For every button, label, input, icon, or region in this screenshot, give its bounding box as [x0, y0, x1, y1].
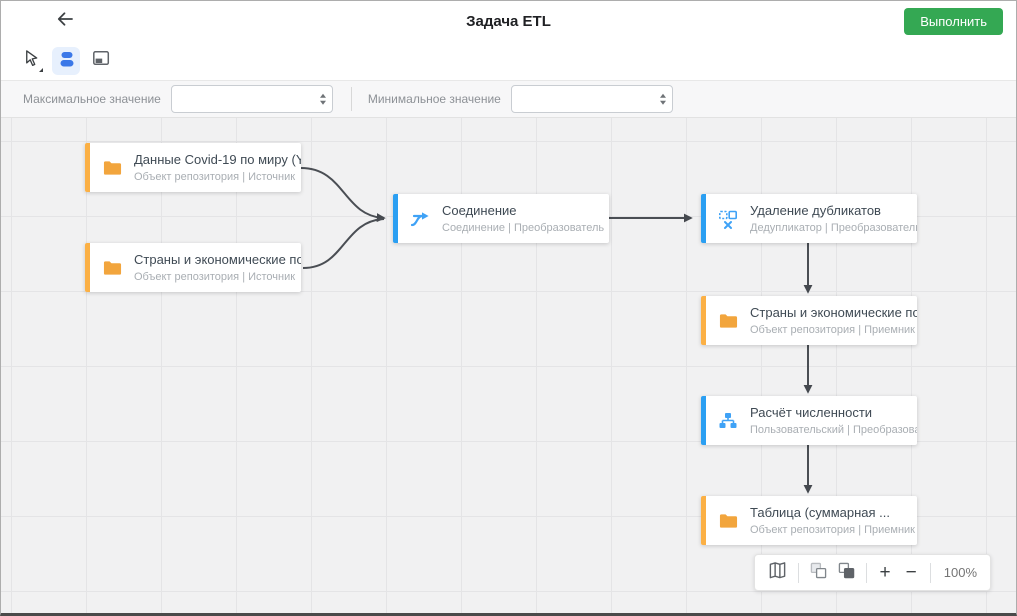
tool-dropdown-caret-icon	[39, 67, 43, 72]
back-button[interactable]	[53, 9, 77, 33]
node-accent	[85, 243, 90, 292]
flow-nodes-tool-icon	[56, 48, 77, 74]
max-value-label: Максимальное значение	[23, 92, 161, 106]
flow-canvas[interactable]: Данные Covid-19 по миру (Yan... Объект р…	[1, 118, 1016, 613]
map-icon	[768, 561, 787, 585]
node-accent	[85, 143, 90, 192]
folder-icon	[102, 158, 122, 178]
node-deduplicate[interactable]: Удаление дубликатов Дедупликатор | Преоб…	[701, 194, 917, 243]
min-value-filter: Минимальное значение	[368, 85, 673, 113]
toolbar	[1, 41, 1016, 81]
node-title: Данные Covid-19 по миру (Yan...	[134, 152, 301, 167]
canvas-controls: + − 100%	[753, 554, 991, 591]
folder-icon	[718, 311, 738, 331]
node-accent	[393, 194, 398, 243]
pointer-tool-icon	[22, 49, 41, 73]
deduplicate-icon	[718, 209, 738, 229]
join-icon	[410, 209, 430, 229]
page-title: Задача ETL	[466, 12, 551, 30]
spinner-down-icon	[319, 100, 326, 105]
spinner-down-icon	[659, 100, 666, 105]
node-title: Соединение	[442, 203, 517, 218]
node-title: Страны и экономические пок...	[134, 252, 301, 267]
minimap-button[interactable]	[768, 561, 787, 585]
max-value-filter: Максимальное значение	[23, 85, 333, 113]
max-value-spinner[interactable]	[319, 93, 326, 105]
node-title: Таблица (суммарная ...	[750, 505, 890, 520]
node-accent	[701, 194, 706, 243]
header: Задача ETL Выполнить	[1, 1, 1016, 41]
zoom-in-button[interactable]: +	[878, 563, 893, 582]
node-subtitle: Дедупликатор | Преобразователь	[750, 222, 917, 234]
send-to-back-icon	[810, 562, 827, 584]
node-subtitle: Объект репозитория | Приемник	[750, 324, 915, 336]
custom-transform-icon	[718, 411, 738, 431]
filter-bar: Максимальное значение Минимальное значен…	[1, 81, 1016, 118]
zoom-out-button[interactable]: −	[904, 563, 919, 582]
node-title: Страны и экономические пок...	[750, 305, 917, 320]
node-title: Расчёт численности	[750, 405, 873, 420]
node-subtitle: Объект репозитория | Источник	[134, 271, 296, 283]
controls-divider	[797, 562, 799, 583]
spinner-up-icon	[319, 93, 326, 98]
overlay-tool-button[interactable]	[87, 47, 115, 75]
back-arrow-icon	[55, 9, 75, 34]
min-value-input[interactable]	[510, 85, 673, 113]
overlay-tool-icon	[91, 48, 111, 73]
folder-icon	[718, 511, 738, 531]
run-button[interactable]: Выполнить	[904, 8, 1003, 35]
node-accent	[701, 296, 706, 345]
node-sink-table[interactable]: Таблица (суммарная ... Объект репозитори…	[701, 496, 917, 545]
spinner-up-icon	[659, 93, 666, 98]
node-sink-countries[interactable]: Страны и экономические пок... Объект реп…	[701, 296, 917, 345]
zoom-in-icon: +	[879, 562, 891, 583]
node-accent	[701, 496, 706, 545]
node-title: Удаление дубликатов	[750, 203, 881, 218]
folder-icon	[102, 258, 122, 278]
node-source-covid-data[interactable]: Данные Covid-19 по миру (Yan... Объект р…	[85, 143, 301, 192]
zoom-level[interactable]: 100%	[943, 565, 977, 580]
max-value-input[interactable]	[170, 85, 333, 113]
node-subtitle: Пользовательский | Преобразова...	[750, 424, 917, 436]
edge-1-2	[302, 218, 385, 269]
pointer-tool-button[interactable]	[17, 47, 45, 75]
node-subtitle: Объект репозитория | Приемник	[750, 524, 915, 536]
controls-divider	[865, 562, 867, 583]
node-subtitle: Объект репозитория | Источник	[134, 171, 296, 183]
node-custom-transform[interactable]: Расчёт численности Пользовательский | Пр…	[701, 396, 917, 445]
node-source-countries[interactable]: Страны и экономические пок... Объект реп…	[85, 243, 301, 292]
filter-divider	[350, 87, 352, 111]
send-to-back-button[interactable]	[810, 562, 827, 584]
flow-nodes-tool-button[interactable]	[52, 46, 80, 75]
node-subtitle: Соединение | Преобразователь	[442, 222, 605, 234]
edge-0-2	[300, 167, 386, 223]
node-join[interactable]: Соединение Соединение | Преобразователь	[393, 194, 609, 243]
bring-to-front-button[interactable]	[838, 562, 855, 584]
bring-to-front-icon	[838, 562, 855, 584]
controls-divider	[929, 562, 931, 583]
zoom-out-icon: −	[905, 562, 917, 583]
min-value-label: Минимальное значение	[367, 92, 501, 106]
min-value-spinner[interactable]	[659, 93, 666, 105]
node-accent	[701, 396, 706, 445]
